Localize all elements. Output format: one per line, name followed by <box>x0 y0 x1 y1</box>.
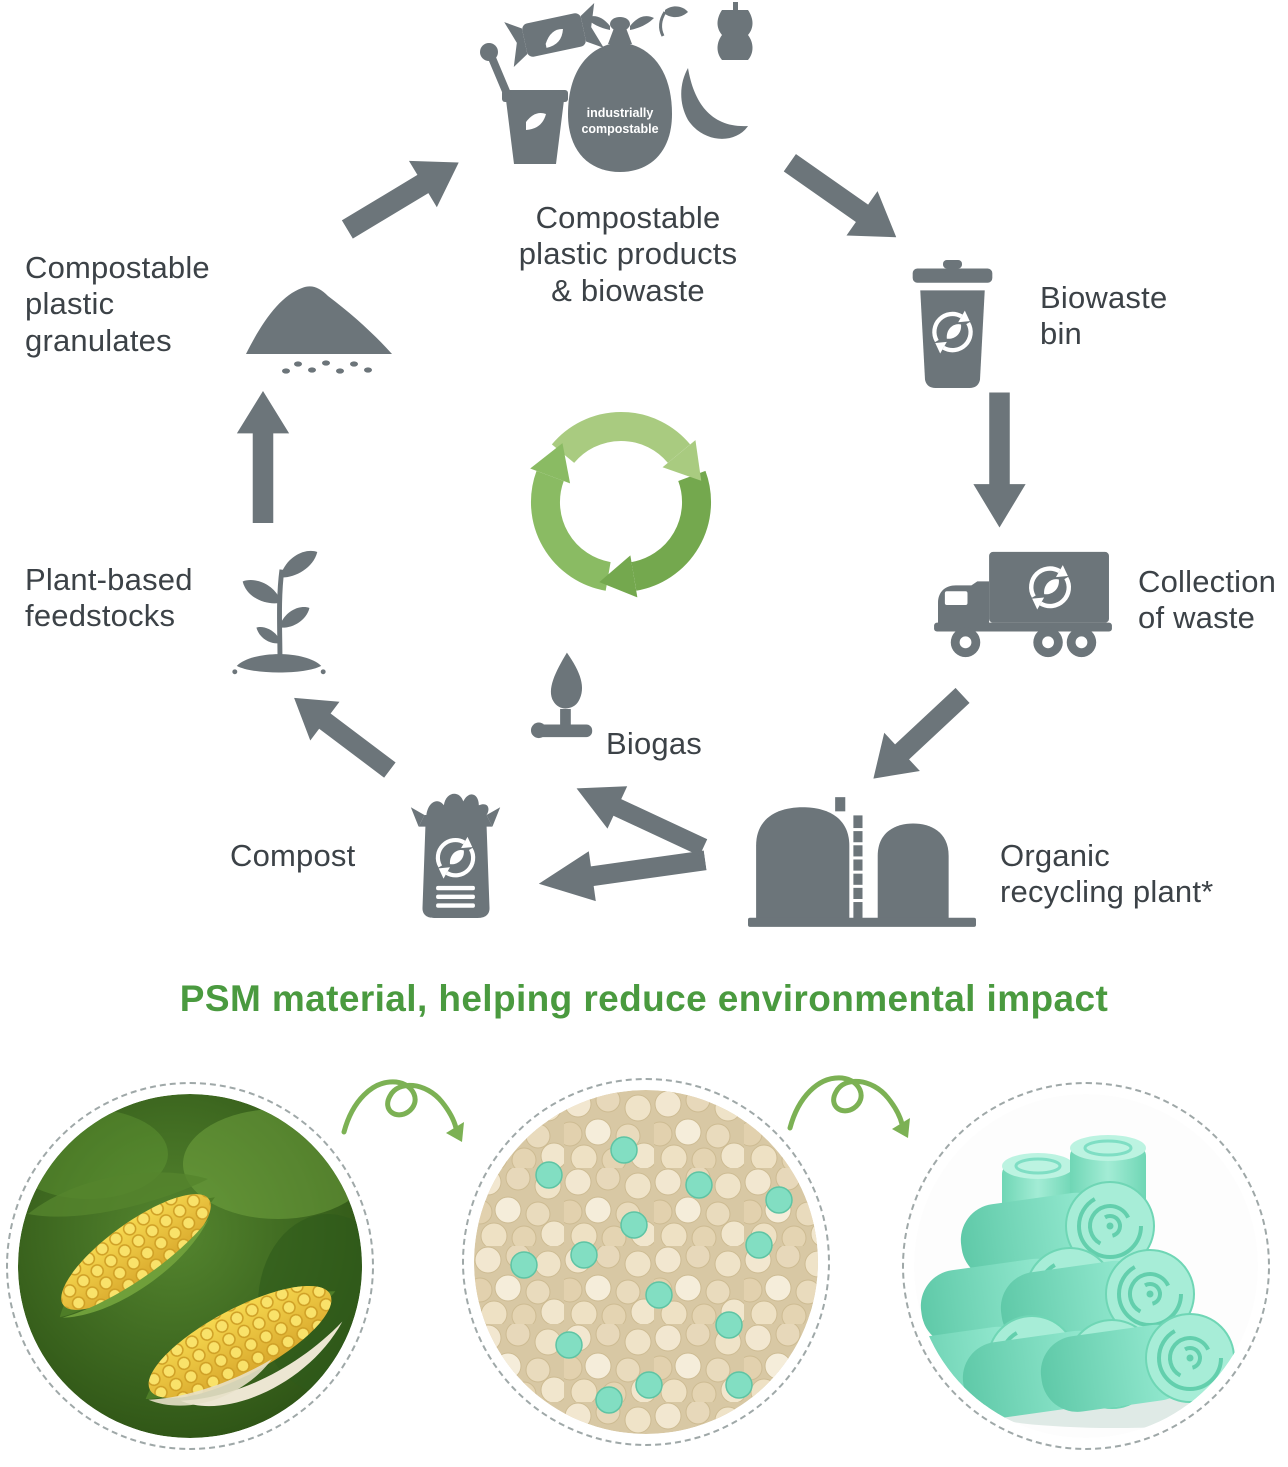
arrow-compost-to-feedstocks <box>279 678 405 790</box>
corn-photo-image <box>18 1094 362 1438</box>
recycling-plant-icon <box>748 797 976 927</box>
banner-heading: PSM material, helping reduce environment… <box>179 978 1109 1019</box>
arrow-collection-to-plant <box>855 676 981 798</box>
biogas-flame-icon <box>530 652 593 739</box>
squiggle-arrow-granulate-to-bags <box>787 1075 910 1138</box>
label-collection-of-waste: Collection of waste <box>1138 564 1277 636</box>
label-compostable-granulates: Compostable plastic granulates <box>25 250 210 358</box>
photo-plastic-granulates <box>462 1078 830 1446</box>
biowaste-bin-icon <box>912 260 993 388</box>
compostable-waste-icon <box>480 2 753 172</box>
squiggle-arrow-corn-to-granulate <box>341 1079 464 1142</box>
label-compost: Compost <box>230 838 356 873</box>
granulate-pile-icon <box>246 286 392 374</box>
arrow-feedstocks-to-granulates <box>236 391 290 523</box>
photo-compostable-bag-rolls <box>902 1082 1270 1450</box>
plant-sprout-icon <box>232 550 326 675</box>
label-compostable-products: Compostable plastic products & biowaste <box>518 200 738 308</box>
compost-bag-icon <box>410 793 501 918</box>
waste-truck-icon <box>934 551 1112 658</box>
bag-rolls-photo-image <box>914 1094 1258 1438</box>
label-biogas: Biogas <box>606 726 702 761</box>
bag-compostable-text: industrially compostable <box>581 106 659 136</box>
label-biowaste-bin: Biowaste bin <box>1040 280 1168 352</box>
recycle-arrows-icon <box>530 412 712 598</box>
photo-corn-feedstock <box>6 1082 374 1450</box>
granulates-photo-image <box>474 1090 818 1434</box>
label-plant-based-feedstocks: Plant-based feedstocks <box>25 562 193 634</box>
arrow-bin-to-collection <box>973 392 1026 528</box>
label-organic-recycling-plant: Organic recycling plant* <box>1000 838 1214 910</box>
